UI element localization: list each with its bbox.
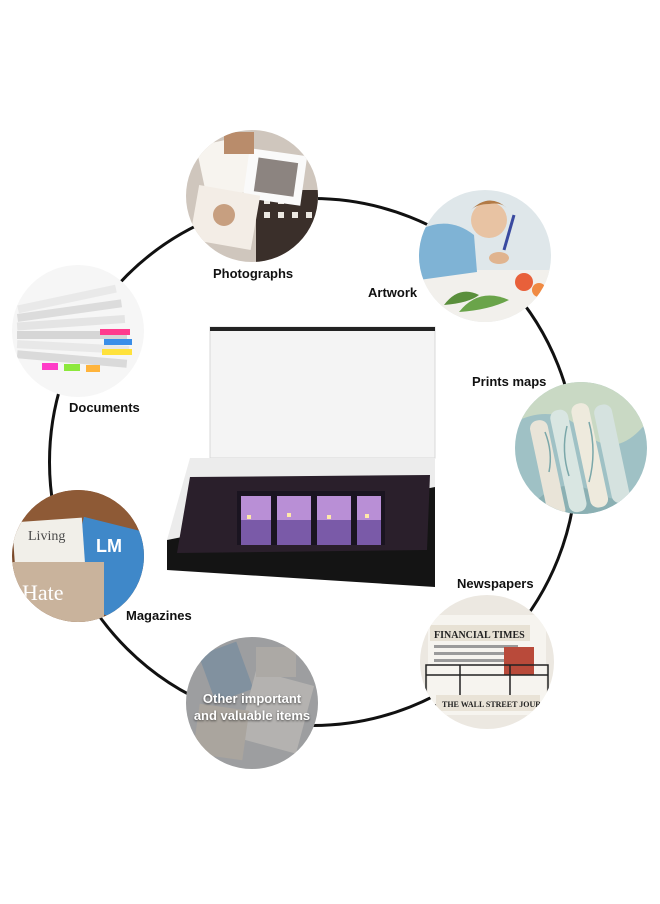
other-items-label-line2: and valuable items	[193, 708, 311, 723]
newspaper-title-wsj: THE WALL STREET JOURNAL	[442, 700, 554, 709]
newspapers-image: FINANCIAL TIMES THE WALL STREET JOURNAL	[420, 595, 554, 729]
artwork-image	[419, 190, 551, 322]
magazines-image: Living LM Hate	[12, 490, 144, 622]
newspaper-title-ft: FINANCIAL TIMES	[434, 630, 525, 641]
magazines-label: Magazines	[126, 608, 192, 623]
magazine-title-lm: LM	[96, 536, 122, 556]
prints-maps-image	[515, 382, 647, 514]
artwork-label: Artwork	[368, 285, 418, 300]
magazine-title-living: Living	[28, 529, 65, 544]
prints-maps-label: Prints maps	[472, 374, 547, 389]
other-items-label: Other important and valuable items	[186, 690, 318, 724]
magazine-title-hate: Hate	[22, 580, 64, 605]
documents-image	[12, 265, 144, 397]
photographs-image	[186, 130, 318, 262]
newspapers-label: Newspapers	[457, 576, 534, 591]
documents-label: Documents	[69, 400, 140, 415]
photographs-label: Photographs	[213, 266, 294, 281]
archival-box	[165, 325, 440, 590]
other-items-label-line1: Other important	[202, 691, 302, 706]
other-items-image	[186, 637, 318, 769]
